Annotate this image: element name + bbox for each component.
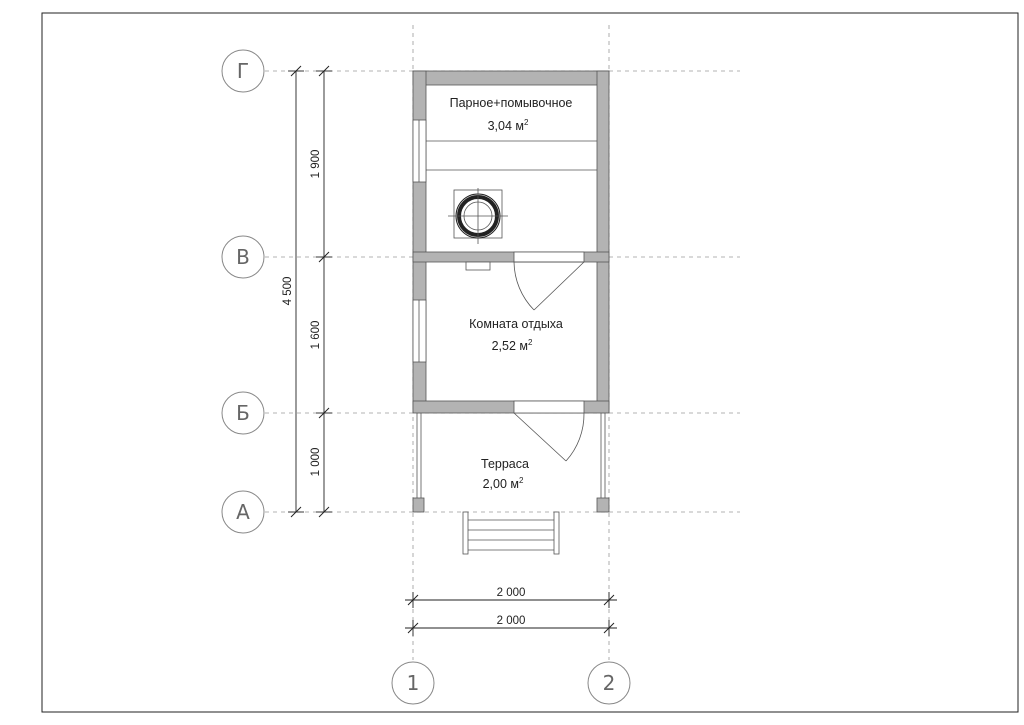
- svg-text:2,52 м2: 2,52 м2: [492, 338, 533, 353]
- room-rest-name: Комната отдыха: [469, 317, 563, 331]
- dim-segment-1-text: 1 900: [310, 150, 322, 179]
- room-sauna-area: 3,04 м: [488, 119, 524, 133]
- room-terrace-label: Терраса 2,00 м2: [481, 457, 529, 491]
- horizontal-dimension-1: 2 000: [405, 587, 617, 608]
- room-rest-area: 2,52 м: [492, 339, 528, 353]
- room-terrace-area: 2,00 м: [483, 477, 519, 491]
- axis-bubble-b: Б: [221, 391, 265, 435]
- vertical-dimension-total: 4 500: [282, 65, 304, 518]
- building-walls: [412, 70, 610, 513]
- axis-label-v: В: [236, 245, 250, 269]
- dim-segment-2-text: 1 600: [310, 321, 322, 350]
- horizontal-axis-lines: [265, 70, 740, 513]
- room-terrace-area-sup: 2: [519, 476, 524, 485]
- windows: [412, 119, 427, 363]
- room-sauna-name: Парное+помывочное: [450, 96, 573, 110]
- sauna-benches: [426, 140, 597, 171]
- svg-text:3,04 м2: 3,04 м2: [488, 118, 529, 133]
- room-sauna-label: Парное+помывочное 3,04 м2: [450, 96, 573, 133]
- axis-bubble-2: 2: [587, 661, 631, 705]
- dim-horizontal-2-text: 2 000: [497, 615, 526, 627]
- axis-label-a: А: [236, 500, 250, 524]
- room-terrace-name: Терраса: [481, 457, 529, 471]
- room-rest-label: Комната отдыха 2,52 м2: [469, 317, 563, 353]
- svg-text:2,00 м2: 2,00 м2: [483, 476, 524, 491]
- axis-label-b: Б: [236, 401, 250, 425]
- axis-label-g: Г: [237, 59, 249, 83]
- dim-segment-3-text: 1 000: [310, 448, 322, 477]
- vertical-dimension-chain: 1 900 1 600 1 000: [310, 65, 332, 518]
- axis-label-2: 2: [603, 671, 616, 695]
- room-sauna-area-sup: 2: [524, 118, 529, 127]
- axis-bubble-g: Г: [221, 49, 265, 93]
- axis-label-1: 1: [407, 671, 420, 695]
- stove-icon: [448, 188, 508, 271]
- door-sauna: [513, 251, 585, 311]
- stairs: [462, 511, 560, 555]
- axis-bubble-1: 1: [391, 661, 435, 705]
- axis-bubble-v: В: [221, 235, 265, 279]
- door-terrace: [513, 400, 585, 462]
- horizontal-dimension-2: 2 000: [405, 615, 617, 636]
- dim-horizontal-1-text: 2 000: [497, 587, 526, 599]
- room-rest-area-sup: 2: [528, 338, 533, 347]
- terrace-railings: [416, 413, 606, 498]
- sheet-frame: [41, 12, 1019, 713]
- axis-bubble-a: А: [221, 490, 265, 534]
- dim-total-text: 4 500: [282, 277, 294, 306]
